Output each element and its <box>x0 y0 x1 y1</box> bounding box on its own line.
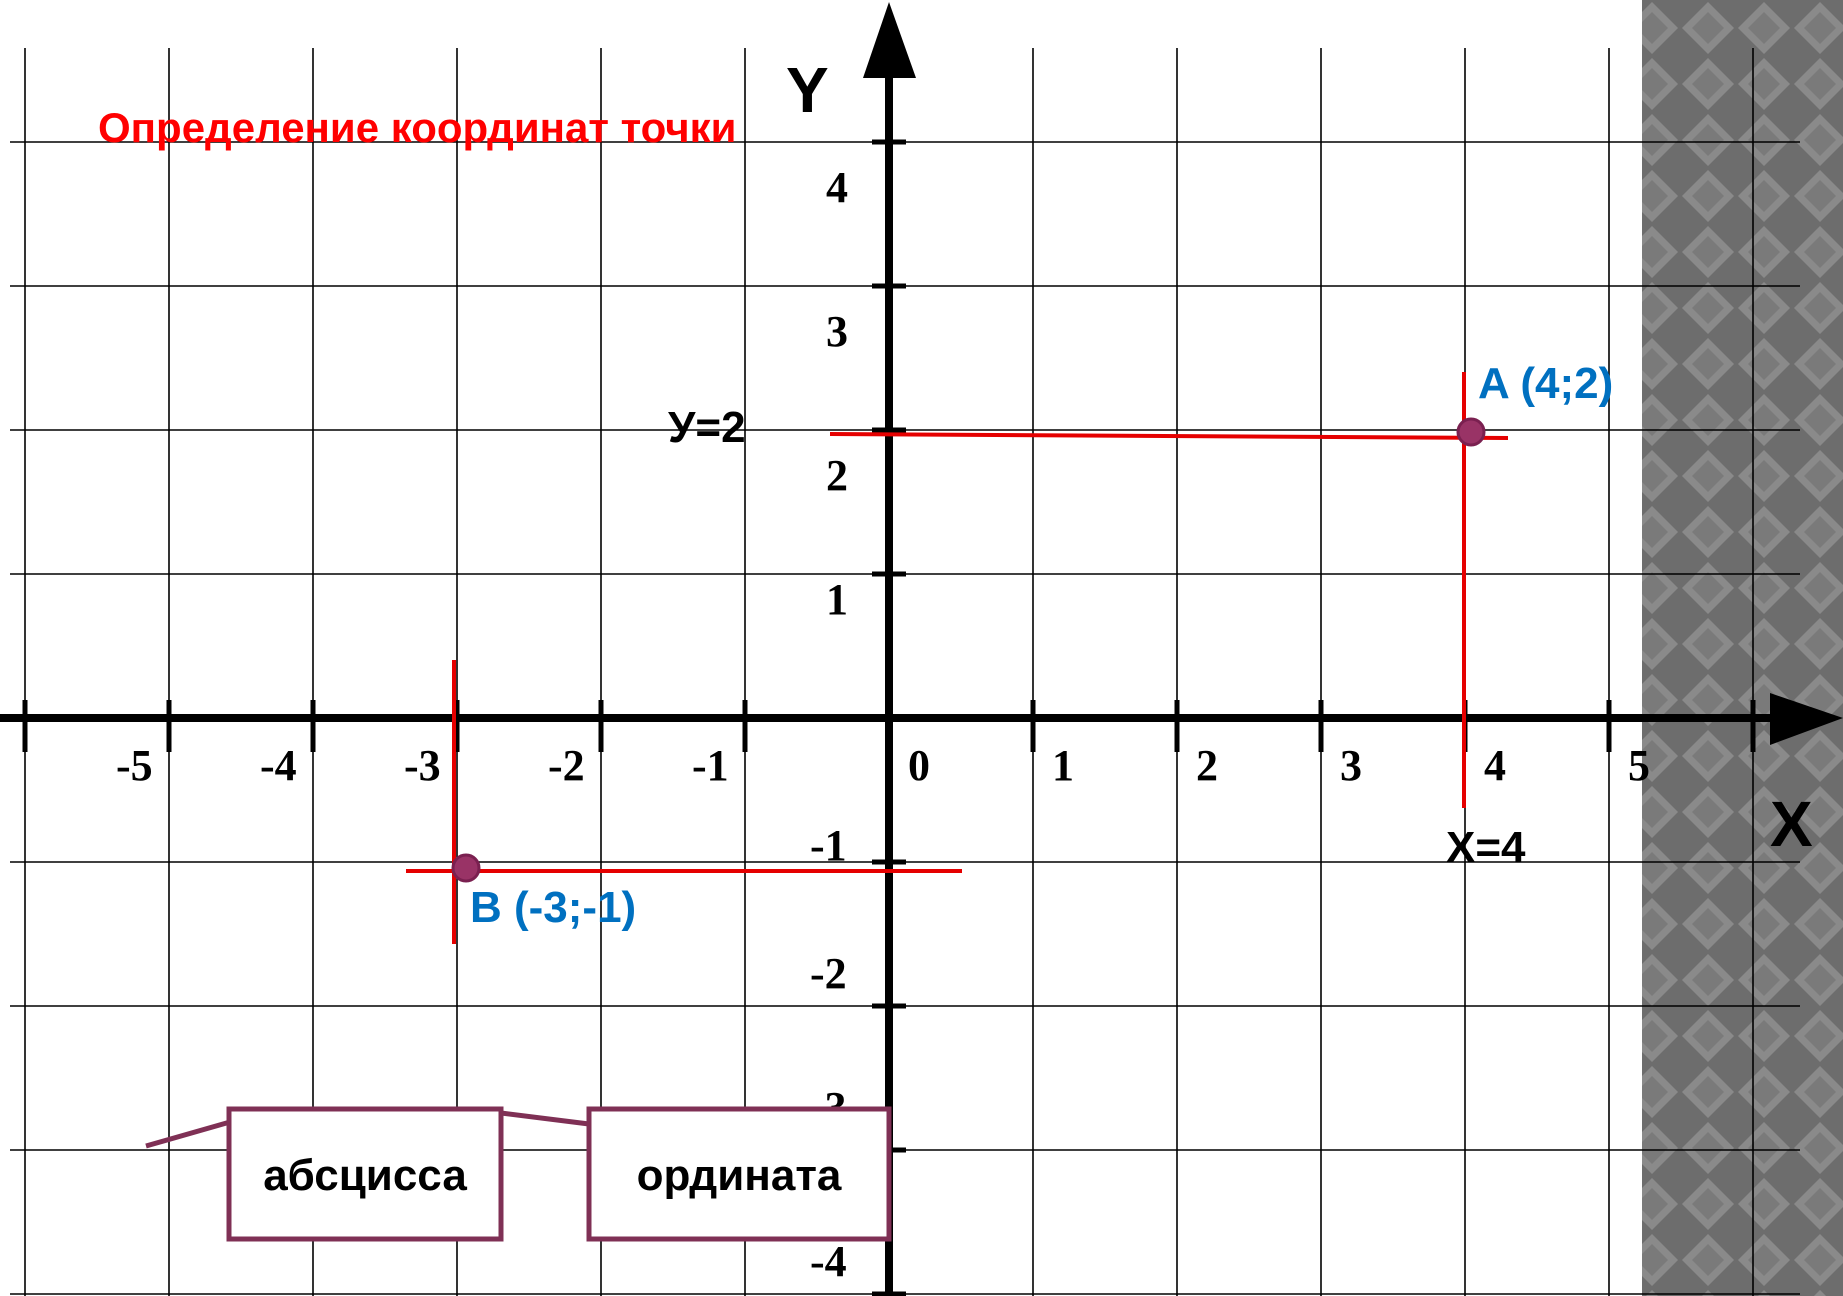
y-tick-label: 4 <box>826 163 848 212</box>
y-equation-label: У=2 <box>668 403 746 452</box>
callout-abscissa-text: абсцисса <box>263 1151 467 1200</box>
x-tick-label: -1 <box>692 741 729 790</box>
y-tick-label: -4 <box>810 1237 847 1286</box>
y-tick-label: 2 <box>826 451 848 500</box>
axis-ticks <box>22 139 1756 1296</box>
x-tick-label: 0 <box>908 741 930 790</box>
point-a-marker <box>1456 417 1486 447</box>
x-tick-label: 1 <box>1052 741 1074 790</box>
point-a-guides <box>829 372 1509 808</box>
x-tick-label: 3 <box>1340 741 1362 790</box>
callout-abscissa: абсцисса <box>145 1106 504 1242</box>
side-panel <box>1642 0 1843 1296</box>
callout-abscissa-box <box>226 1106 504 1242</box>
y-axis-name: Y <box>786 54 829 126</box>
x-axis-arrow <box>1770 693 1843 745</box>
point-b-guides <box>406 660 962 944</box>
x-tick-label: -2 <box>548 741 585 790</box>
callout-ordinate-box <box>586 1106 892 1242</box>
x-axis-name: X <box>1770 788 1813 860</box>
point-b-label: B (-3;-1) <box>470 883 636 932</box>
page-title: Определение координат точки <box>98 104 736 151</box>
y-tick-label: -2 <box>810 949 847 998</box>
point-a-label: A (4;2) <box>1478 359 1613 408</box>
point-a-horizontal-guide <box>829 432 1509 440</box>
x-equation-label: X=4 <box>1446 823 1526 872</box>
callout-ordinate-text: ордината <box>637 1151 842 1200</box>
x-tick-label: 2 <box>1196 741 1218 790</box>
point-b-marker <box>451 853 481 883</box>
y-tick-label: 3 <box>826 307 848 356</box>
y-tick-label: 1 <box>826 575 848 624</box>
callout-ordinate-pointer <box>500 1110 590 1127</box>
y-axis-arrow <box>863 2 916 78</box>
x-tick-label: -5 <box>116 741 153 790</box>
y-tick-label: -1 <box>810 821 847 870</box>
x-tick-label: -3 <box>404 741 441 790</box>
callout-ordinate: ордината <box>500 1106 892 1242</box>
x-tick-label: -4 <box>260 741 297 790</box>
callout-abscissa-pointer <box>145 1119 231 1149</box>
x-tick-label: 4 <box>1484 741 1506 790</box>
x-tick-label: 5 <box>1628 741 1650 790</box>
